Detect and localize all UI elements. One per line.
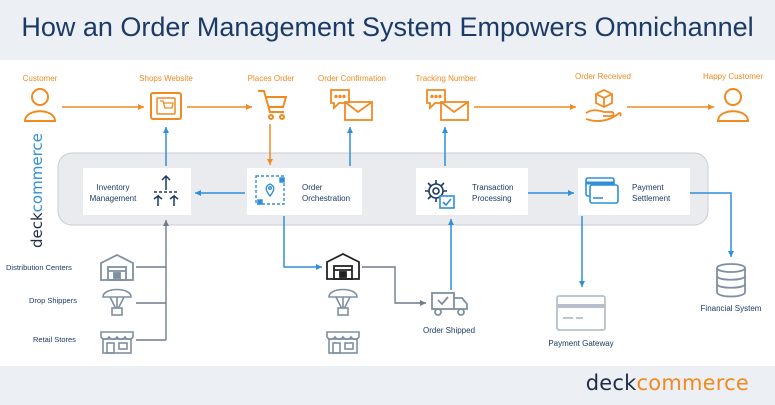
retail-store-icon-2 xyxy=(326,331,360,354)
transaction-label-line2: Processing xyxy=(472,194,512,203)
places-order-label: Places Order xyxy=(248,74,295,83)
transaction-gear-icon xyxy=(425,180,455,209)
order-confirmation-label: Order Confirmation xyxy=(318,74,386,83)
title-bar xyxy=(0,0,775,60)
arrow-warehouse-to-truck xyxy=(362,266,426,306)
cart-icon xyxy=(258,90,288,120)
payment-gateway-label: Payment Gateway xyxy=(548,339,613,348)
order-shipped-label: Order Shipped xyxy=(423,326,475,335)
retail-stores-label: Retail Stores xyxy=(33,335,76,344)
drop-shippers-label: Drop Shippers xyxy=(29,296,77,305)
order-received-label: Order Received xyxy=(575,72,631,81)
financial-system-label: Financial System xyxy=(701,304,762,313)
financial-database-icon xyxy=(716,263,746,298)
orchestration-label-line1: Order xyxy=(302,183,323,192)
distribution-warehouse-icon xyxy=(100,253,134,281)
happy-customer-label: Happy Customer xyxy=(703,72,763,81)
warehouse-dark-icon xyxy=(326,252,360,280)
payment-card-icon xyxy=(585,177,619,204)
inventory-box xyxy=(83,168,191,215)
payment-label-line1: Payment xyxy=(632,183,664,192)
retail-store-icon xyxy=(100,331,134,354)
arrow-payment-to-financial xyxy=(690,192,734,257)
drop-shipper-parachute-icon xyxy=(102,288,132,316)
transaction-box xyxy=(416,168,528,215)
transaction-label-line1: Transaction xyxy=(472,183,514,192)
side-brand-logo: deckcommerce xyxy=(28,133,46,248)
page-title: How an Order Management System Empowers … xyxy=(21,12,754,42)
footer-brand-logo: deckcommerce xyxy=(585,371,749,395)
orchestration-label-line2: Orchestration xyxy=(302,194,350,203)
happy-customer-person-icon xyxy=(716,88,750,122)
shops-website-label: Shops Website xyxy=(139,74,193,83)
customer-person-icon xyxy=(23,88,57,122)
inventory-arrows-icon xyxy=(153,174,179,206)
truck-icon xyxy=(431,292,468,316)
footer-bar xyxy=(0,366,775,405)
order-received-box-hand-icon xyxy=(585,88,622,123)
payment-label-line2: Settlement xyxy=(632,194,671,203)
arrow-orchestration-to-warehouse xyxy=(283,216,322,270)
inventory-label-line2: Management xyxy=(90,194,137,203)
payment-gateway-icon xyxy=(556,295,606,331)
source-connectors xyxy=(136,266,166,341)
tracking-number-label: Tracking Number xyxy=(415,74,476,83)
tablet-cart-icon xyxy=(150,92,182,120)
drop-shipper-parachute-icon-2 xyxy=(328,288,358,316)
distribution-centers-label: Distribution Centers xyxy=(6,263,72,272)
customer-label: Customer xyxy=(23,74,58,83)
tracking-number-chat-mail-icon xyxy=(426,89,469,121)
order-confirmation-chat-mail-icon xyxy=(330,89,373,121)
orchestration-pin-icon xyxy=(255,175,285,205)
inventory-label-line1: Inventory xyxy=(97,183,130,192)
oms-band xyxy=(57,152,709,226)
